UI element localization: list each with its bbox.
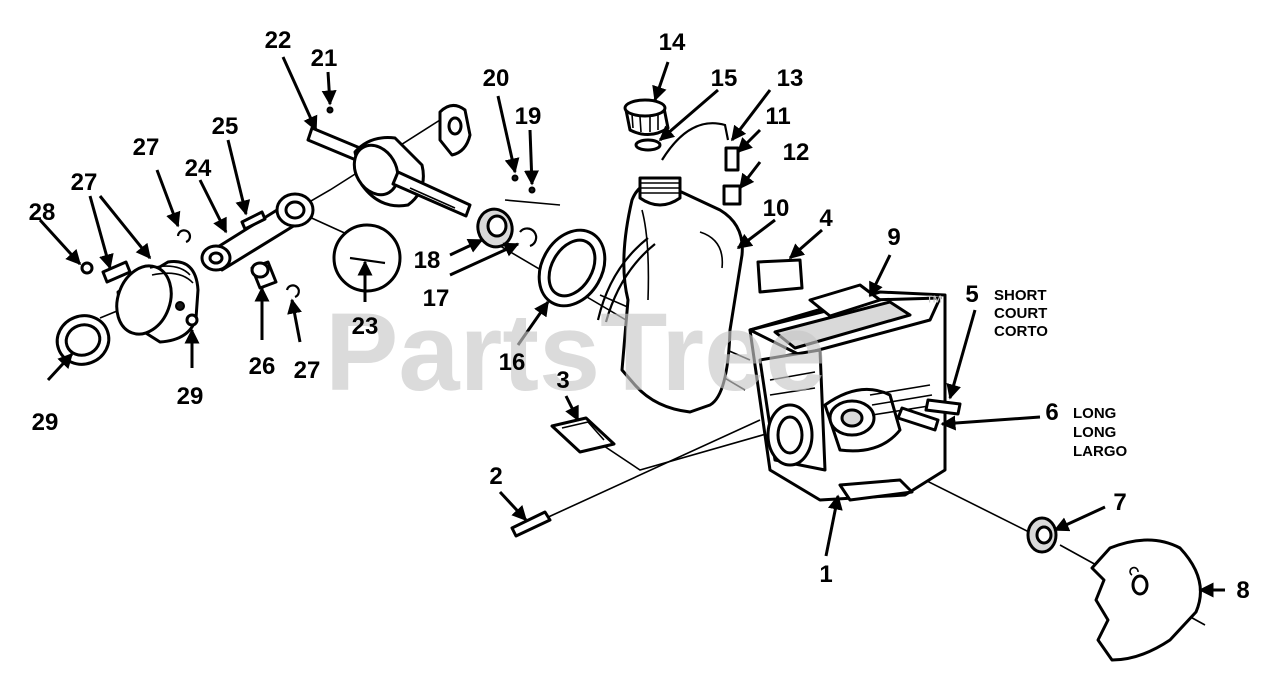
- part-3-gasket: [550, 416, 616, 454]
- part-1-crankcase: [748, 290, 947, 502]
- callout-24: 24: [185, 155, 212, 182]
- callout-22: 22: [265, 27, 292, 54]
- watermark: PartsTree ™: [325, 291, 943, 414]
- part-24-connecting-rod: [200, 192, 315, 272]
- callout-25: 25: [212, 113, 239, 140]
- part-12-fuel-fitting: [722, 184, 742, 206]
- part-6-long-stud: [896, 406, 940, 432]
- callout-1: 1: [819, 561, 832, 588]
- part-29-piston-pin-clip-b: [185, 313, 199, 327]
- callout-12: 12: [783, 139, 810, 166]
- note-long: LONG LONG LARGO: [1073, 405, 1127, 460]
- part-17-retaining-ring: [519, 227, 538, 248]
- callout-28: 27: [71, 169, 98, 196]
- note-long-es: LARGO: [1073, 443, 1127, 460]
- leader-arrows: [38, 56, 1225, 598]
- callout-19: 19: [515, 103, 542, 130]
- callout-15: 15: [711, 65, 738, 92]
- watermark-trademark: ™: [925, 292, 943, 312]
- callout-11: 11: [765, 103, 790, 130]
- callout-3: 3: [556, 367, 569, 394]
- part-4-pad: [756, 258, 804, 294]
- part-2-bolt: [510, 510, 552, 538]
- callout-labels: 29 28 27 29 27 24 25 26 27 23 22 21 20 1…: [29, 27, 1250, 604]
- part-11-fuel-filter: [724, 146, 740, 172]
- callout-4: 4: [819, 205, 833, 232]
- callout-8: 8: [1236, 577, 1249, 604]
- part-21-key: [326, 106, 334, 114]
- callout-26: 26: [249, 353, 276, 380]
- callout-5: 5: [965, 281, 978, 308]
- note-short-en: SHORT: [994, 287, 1047, 304]
- callout-23: 23: [352, 313, 379, 340]
- note-long-fr: LONG: [1073, 424, 1116, 441]
- part-7-seal: [1026, 516, 1058, 554]
- callout-14: 14: [659, 29, 686, 56]
- callout-17: 17: [423, 285, 450, 312]
- callout-9: 9: [887, 224, 900, 251]
- callout-16: 16: [499, 349, 526, 376]
- part-19-20-pin: [511, 174, 536, 194]
- callout-6: 6: [1045, 399, 1058, 426]
- callout-7: 7: [1113, 489, 1126, 516]
- part-28-wrist-pin: [101, 260, 132, 284]
- part-18-bearing: [476, 207, 514, 249]
- callout-10: 10: [763, 195, 790, 222]
- callout-2: 2: [489, 463, 502, 490]
- callout-29-b: 29: [177, 383, 204, 410]
- part-14-fuel-cap: [623, 98, 670, 136]
- part-10-fuel-tank: [596, 176, 744, 414]
- callout-20: 20: [483, 65, 510, 92]
- part-26-needle-bearing: [250, 260, 278, 290]
- note-long-en: LONG: [1073, 405, 1116, 422]
- note-short-fr: COURT: [994, 305, 1047, 322]
- part-27-clip-a: [176, 229, 192, 244]
- part-16-oil-seal: [537, 228, 607, 308]
- callout-27-a: 27: [133, 134, 160, 161]
- note-short: SHORT COURT CORTO: [994, 287, 1048, 340]
- part-30-piston-ring: [55, 314, 111, 366]
- part-22-crankshaft: [306, 104, 472, 218]
- part-9-cylinder-housing: [808, 283, 882, 318]
- callout-29-a: 28: [29, 199, 56, 226]
- note-short-es: CORTO: [994, 323, 1048, 340]
- callout-30: 29: [32, 409, 59, 436]
- callout-18: 18: [414, 247, 441, 274]
- part-5-short-stud: [924, 398, 962, 416]
- part-27-clip-b: [285, 284, 300, 299]
- part-15-cap-gasket: [634, 138, 662, 152]
- watermark-text: PartsTree: [325, 291, 826, 414]
- part-13-fuel-line: [661, 122, 730, 161]
- part-23-detail-circle: [332, 223, 402, 293]
- part-25-rod-screw: [240, 210, 267, 231]
- part-29-piston-pin-clip-a: [80, 261, 94, 275]
- part-8-side-cover: [1090, 538, 1202, 662]
- callout-21: 21: [311, 45, 338, 72]
- callout-27-b: 27: [294, 357, 321, 384]
- callout-13: 13: [777, 65, 804, 92]
